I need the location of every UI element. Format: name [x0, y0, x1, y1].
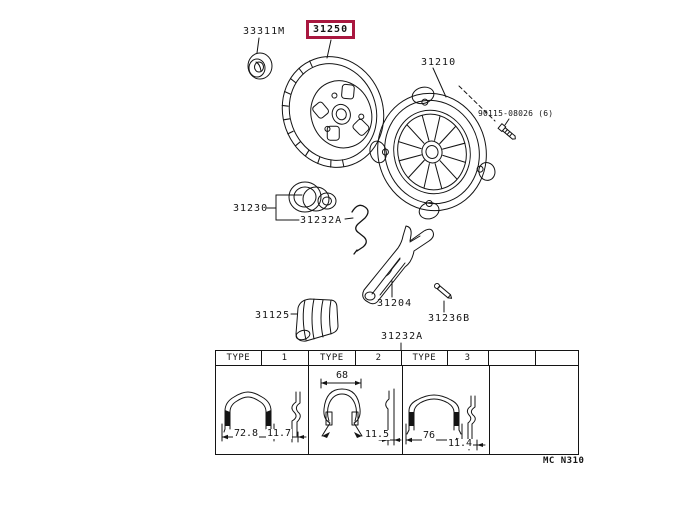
pin-drawing — [434, 283, 453, 313]
type-1-width-dim: 72.8 — [233, 428, 260, 439]
callout-release-bearing[interactable]: 31230 — [233, 203, 269, 214]
table-body-row: 72.8 11.7 — [216, 366, 578, 454]
table-header-cell: 3 — [448, 351, 489, 365]
table-header-cell: 1 — [262, 351, 309, 365]
type-1-clip-drawing — [221, 391, 307, 443]
callout-release-fork[interactable]: 31204 — [377, 298, 413, 309]
type-2-cell: 68 11.5 — [309, 366, 403, 454]
empty-cell — [490, 366, 578, 454]
type-2-thickness-dim: 11.5 — [364, 429, 391, 440]
release-fork-drawing — [362, 225, 434, 305]
drawing-code: MC N310 — [543, 456, 585, 466]
table-header-cell — [536, 351, 578, 365]
table-header-cell: TYPE — [216, 351, 262, 365]
type-2-clip-drawing — [320, 378, 402, 446]
table-header-cell: 2 — [356, 351, 402, 365]
callout-clutch-disc-highlighted[interactable]: 31250 — [306, 20, 356, 39]
type-2-width-dim: 68 — [335, 370, 350, 381]
boot-drawing — [290, 298, 339, 342]
clutch-cover-drawing — [369, 67, 496, 220]
table-header-cell: TYPE — [309, 351, 357, 365]
table-header-cell: TYPE — [402, 351, 448, 365]
callout-bolt[interactable]: 90115-08026 (6) — [478, 109, 554, 118]
release-bearing-drawing — [266, 181, 354, 221]
seal-drawing — [247, 37, 273, 80]
type-1-thickness-dim: 11.7 — [266, 428, 293, 439]
callout-fork-support-clip[interactable]: 31232A — [300, 215, 343, 226]
table-header-row: TYPE 1 TYPE 2 TYPE 3 — [216, 351, 578, 366]
clip-drawing — [351, 204, 369, 255]
type-1-cell: 72.8 11.7 — [216, 366, 309, 454]
callout-boot[interactable]: 31125 — [255, 310, 291, 321]
callout-pin[interactable]: 31236B — [428, 313, 471, 324]
clip-type-table: TYPE 1 TYPE 2 TYPE 3 — [215, 350, 579, 455]
type-3-thickness-dim: 11.4 — [447, 438, 474, 449]
clutch-disc-drawing — [281, 39, 385, 168]
bolt-drawing — [458, 85, 516, 140]
table-header-cell — [489, 351, 537, 365]
callout-clutch-cover[interactable]: 31210 — [421, 57, 457, 68]
type-3-width-dim: 76 — [422, 430, 437, 441]
table-title: 31232A — [381, 331, 424, 342]
type-3-cell: 76 11.4 — [403, 366, 490, 454]
callout-seal[interactable]: 33311M — [243, 26, 286, 37]
